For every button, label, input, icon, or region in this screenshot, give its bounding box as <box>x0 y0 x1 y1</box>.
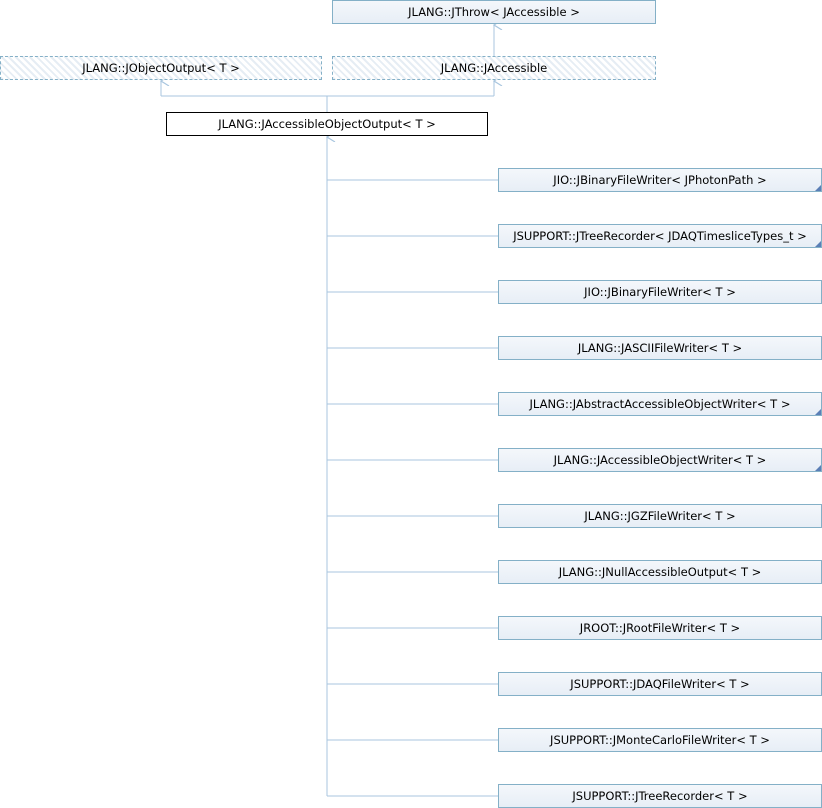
node-derived-label: JIO::JBinaryFileWriter< T > <box>584 285 736 299</box>
node-derived-label: JIO::JBinaryFileWriter< JPhotonPath > <box>553 173 767 187</box>
node-derived-label: JLANG::JAbstractAccessibleObjectWriter< … <box>529 397 791 411</box>
node-derived-8[interactable]: JROOT::JRootFileWriter< T > <box>498 616 822 640</box>
node-derived-label: JSUPPORT::JTreeRecorder< T > <box>572 789 748 803</box>
inheritance-edges <box>161 25 498 797</box>
node-derived-0[interactable]: JIO::JBinaryFileWriter< JPhotonPath > <box>498 168 822 192</box>
more-derived-indicator-icon <box>815 409 821 415</box>
more-derived-indicator-icon <box>815 185 821 191</box>
more-derived-indicator-icon <box>815 241 821 247</box>
node-jaccessible[interactable]: JLANG::JAccessible <box>332 56 656 80</box>
node-derived-9[interactable]: JSUPPORT::JDAQFileWriter< T > <box>498 672 822 696</box>
more-derived-indicator-icon <box>815 465 821 471</box>
node-jthrow-label: JLANG::JThrow< JAccessible > <box>408 5 580 19</box>
node-derived-label: JLANG::JAccessibleObjectWriter< T > <box>553 453 767 467</box>
node-derived-label: JLANG::JASCIIFileWriter< T > <box>577 341 743 355</box>
node-jthrow[interactable]: JLANG::JThrow< JAccessible > <box>332 0 656 24</box>
node-derived-6[interactable]: JLANG::JGZFileWriter< T > <box>498 504 822 528</box>
node-jobject-output[interactable]: JLANG::JObjectOutput< T > <box>0 56 322 80</box>
node-jobject-output-label: JLANG::JObjectOutput< T > <box>82 61 240 75</box>
node-current-label: JLANG::JAccessibleObjectOutput< T > <box>218 117 436 131</box>
node-derived-label: JSUPPORT::JDAQFileWriter< T > <box>570 677 750 691</box>
node-derived-11[interactable]: JSUPPORT::JTreeRecorder< T > <box>498 784 822 808</box>
node-derived-5[interactable]: JLANG::JAccessibleObjectWriter< T > <box>498 448 822 472</box>
node-derived-label: JLANG::JGZFileWriter< T > <box>584 509 736 523</box>
node-derived-7[interactable]: JLANG::JNullAccessibleOutput< T > <box>498 560 822 584</box>
node-derived-2[interactable]: JIO::JBinaryFileWriter< T > <box>498 280 822 304</box>
node-derived-label: JSUPPORT::JMonteCarloFileWriter< T > <box>550 733 770 747</box>
node-derived-10[interactable]: JSUPPORT::JMonteCarloFileWriter< T > <box>498 728 822 752</box>
node-derived-label: JROOT::JRootFileWriter< T > <box>579 621 741 635</box>
node-derived-4[interactable]: JLANG::JAbstractAccessibleObjectWriter< … <box>498 392 822 416</box>
node-derived-3[interactable]: JLANG::JASCIIFileWriter< T > <box>498 336 822 360</box>
node-derived-1[interactable]: JSUPPORT::JTreeRecorder< JDAQTimesliceTy… <box>498 224 822 248</box>
node-derived-label: JSUPPORT::JTreeRecorder< JDAQTimesliceTy… <box>513 229 807 243</box>
node-jaccessible-object-output: JLANG::JAccessibleObjectOutput< T > <box>166 112 488 136</box>
node-jaccessible-label: JLANG::JAccessible <box>440 61 548 75</box>
node-derived-label: JLANG::JNullAccessibleOutput< T > <box>558 565 762 579</box>
